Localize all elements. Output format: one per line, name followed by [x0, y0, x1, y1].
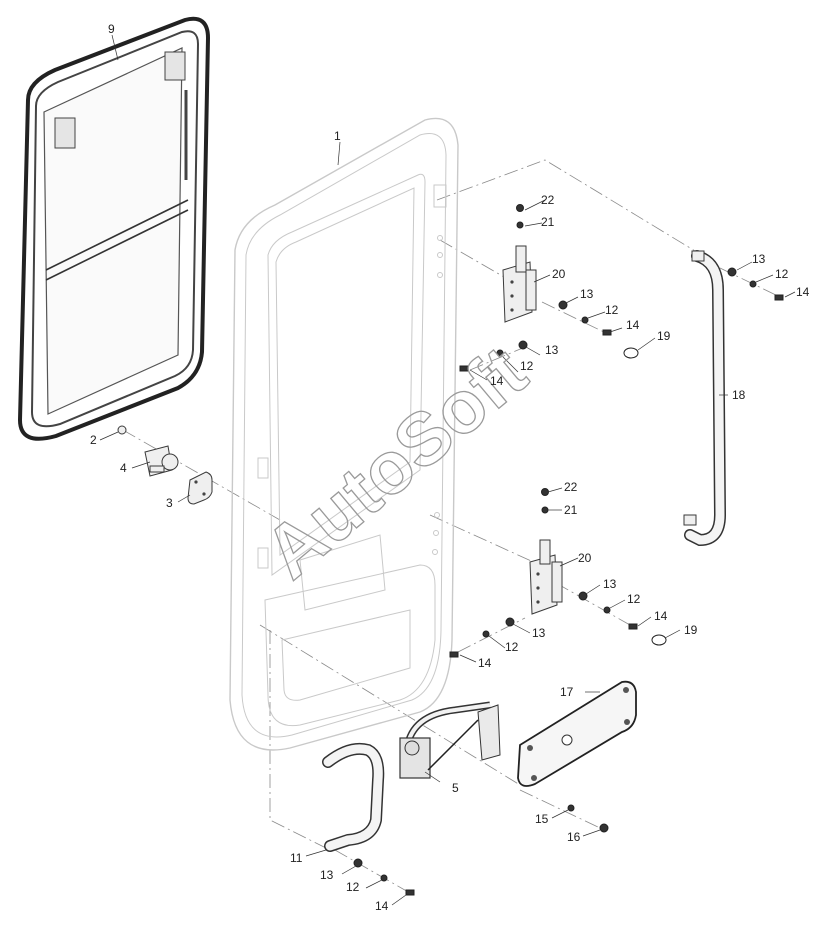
callout-12-c: 12	[775, 267, 789, 281]
callout-20-b: 20	[578, 551, 592, 565]
cover-plate	[517, 680, 637, 787]
screw-2	[117, 425, 127, 435]
callout-9: 9	[108, 22, 115, 36]
callout-13-d: 13	[603, 577, 617, 591]
callout-15: 15	[535, 812, 549, 826]
window-frame	[17, 16, 211, 441]
callout-11: 11	[290, 851, 303, 865]
callout-1: 1	[334, 129, 341, 143]
callout-20-a: 20	[552, 267, 566, 281]
callout-13-b: 13	[545, 343, 559, 357]
callout-18: 18	[732, 388, 746, 402]
watermark: AutoSoft	[248, 329, 542, 595]
d-handle	[322, 742, 385, 852]
callout-5: 5	[452, 781, 459, 795]
callout-14-e: 14	[478, 656, 492, 670]
lock-mechanism	[399, 701, 501, 779]
callout-17: 17	[560, 685, 574, 699]
callout-14-f: 14	[375, 899, 389, 913]
svg-text:AutoSoft: AutoSoft	[249, 330, 542, 594]
callout-13-e: 13	[532, 626, 546, 640]
lower-hinge	[529, 539, 563, 615]
callout-2: 2	[90, 433, 97, 447]
callout-12-d: 12	[627, 592, 641, 606]
striker-bracket	[144, 445, 179, 477]
callout-12-a: 12	[605, 303, 619, 317]
callout-19-a: 19	[657, 329, 671, 343]
long-grab-rail	[683, 250, 727, 547]
callout-12-e: 12	[505, 640, 519, 654]
callout-13-a: 13	[580, 287, 594, 301]
fasteners	[353, 204, 784, 896]
callout-14-c: 14	[796, 285, 810, 299]
callout-21-b: 21	[564, 503, 578, 517]
callout-12-f: 12	[346, 880, 360, 894]
callout-22-a: 22	[541, 193, 555, 207]
callout-21-a: 21	[541, 215, 555, 229]
callout-19-b: 19	[684, 623, 698, 637]
callouts: 1 2 3 4 5 9 11 12 12 12 12 12 12 12 13 1…	[90, 22, 810, 913]
assembly-lines	[122, 159, 781, 894]
leader-lines	[99, 34, 796, 906]
callout-12-b: 12	[520, 359, 534, 373]
callout-14-b: 14	[490, 374, 504, 388]
callout-3: 3	[166, 496, 173, 510]
callout-22-b: 22	[564, 480, 578, 494]
callout-16: 16	[567, 830, 581, 844]
striker-plate	[187, 471, 213, 505]
callout-13-c: 13	[752, 252, 766, 266]
callout-14-d: 14	[654, 609, 668, 623]
callout-14-a: 14	[626, 318, 640, 332]
callout-4: 4	[120, 461, 127, 475]
upper-hinge	[502, 245, 537, 323]
callout-13-f: 13	[320, 868, 334, 882]
